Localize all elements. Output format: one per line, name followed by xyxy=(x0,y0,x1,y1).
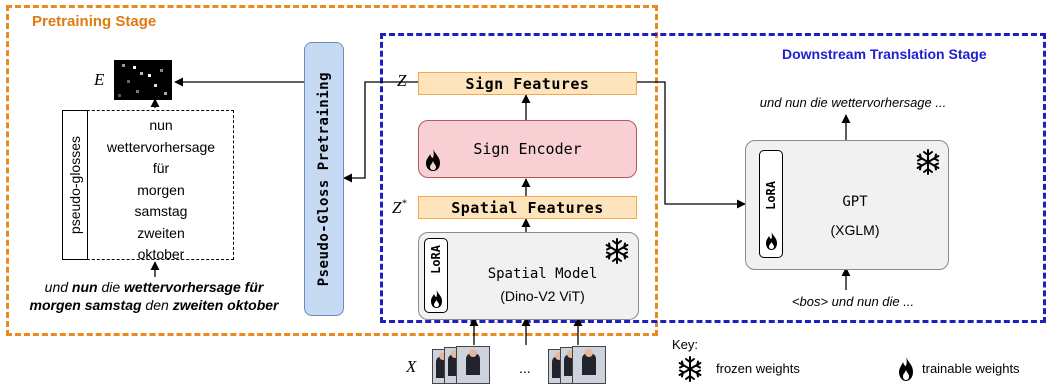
pretraining-stage-title: Pretraining Stage xyxy=(32,13,157,30)
pseudo-gloss-item: für xyxy=(152,160,170,176)
pseudo-gloss-item: nun xyxy=(149,117,173,133)
video-frames-group-1 xyxy=(432,346,496,384)
spatial-model-box xyxy=(418,232,639,320)
pseudo-gloss-item: morgen xyxy=(137,181,185,198)
flame-icon xyxy=(431,290,442,308)
lora-label-spatial: LoRA xyxy=(429,245,443,274)
sentence-segment: wettervorhersage für morgen samstag xyxy=(29,279,264,313)
sentence-segment: die xyxy=(97,279,125,295)
downstream-stage-title: Downstream Translation Stage xyxy=(782,46,987,62)
gpt-label: GPT xyxy=(842,194,868,210)
key-frozen-label: frozen weights xyxy=(716,361,800,376)
pseudo-gloss-pretraining-block: Pseudo-Gloss Pretraining xyxy=(304,42,344,316)
pseudo-gloss-item: samstag xyxy=(134,203,188,219)
flame-icon xyxy=(426,149,440,171)
frames-ellipsis: ... xyxy=(519,360,531,376)
label-x: X xyxy=(406,357,417,376)
flame-icon xyxy=(766,232,777,250)
sentence-segment: zweiten oktober xyxy=(172,297,279,313)
video-frames-group-2 xyxy=(548,346,612,384)
key-title: Key: xyxy=(672,337,699,352)
flame-icon xyxy=(899,357,913,381)
sign-encoder-box: Sign Encoder xyxy=(418,120,637,178)
key-trainable-label: trainable weights xyxy=(922,361,1020,376)
lora-adapter-spatial: LoRA xyxy=(424,238,448,313)
lora-label-gpt: LoRA xyxy=(764,181,778,210)
pseudo-gloss-item: oktober xyxy=(137,246,185,262)
spatial-model-sublabel: (Dino-V2 ViT) xyxy=(500,288,585,304)
sentence-segment: nun xyxy=(71,279,98,295)
snowflake-icon xyxy=(916,149,940,175)
sentence-segment: und xyxy=(44,279,72,295)
spatial-features-box: Spatial Features xyxy=(418,196,637,219)
gpt-sublabel: (XGLM) xyxy=(830,222,880,238)
sentence-segment: den xyxy=(141,297,173,313)
sign-encoder-label: Sign Encoder xyxy=(473,140,582,158)
pseudo-gloss-list: nun wettervorhersage für morgen samstag zweit… xyxy=(88,115,234,266)
pseudo-glosses-label-box: pseudo-glosses xyxy=(62,110,88,260)
label-z-star: Z* xyxy=(392,198,407,217)
lora-adapter-gpt: LoRA xyxy=(759,150,783,258)
spatial-features-label: Spatial Features xyxy=(451,198,604,217)
snowflake-icon xyxy=(678,356,702,382)
pseudo-gloss-pretraining-label: Pseudo-Gloss Pretraining xyxy=(316,71,332,287)
spatial-model-label: Spatial Model xyxy=(487,266,598,282)
video-frame xyxy=(456,346,490,384)
gpt-output-text: und nun die wettervorhersage ... xyxy=(759,95,947,110)
downstream-stage-region xyxy=(380,33,1046,323)
gpt-input-text: <bos> und nun die ... xyxy=(791,294,915,309)
input-sentence: und nun die wettervorhersage für morgen … xyxy=(18,278,290,314)
sign-features-label: Sign Features xyxy=(465,74,590,93)
label-e: E xyxy=(94,70,105,89)
embedding-matrix-e xyxy=(114,60,172,100)
video-frame xyxy=(572,346,606,384)
sign-features-box: Sign Features xyxy=(418,72,637,95)
snowflake-icon xyxy=(605,238,629,264)
pseudo-gloss-item: wettervorhersage xyxy=(106,138,216,155)
pseudo-glosses-label: pseudo-glosses xyxy=(67,135,83,235)
label-z: Z xyxy=(397,71,407,90)
pseudo-gloss-item: zweiten xyxy=(137,224,185,241)
pretraining-stage-region xyxy=(6,5,658,336)
